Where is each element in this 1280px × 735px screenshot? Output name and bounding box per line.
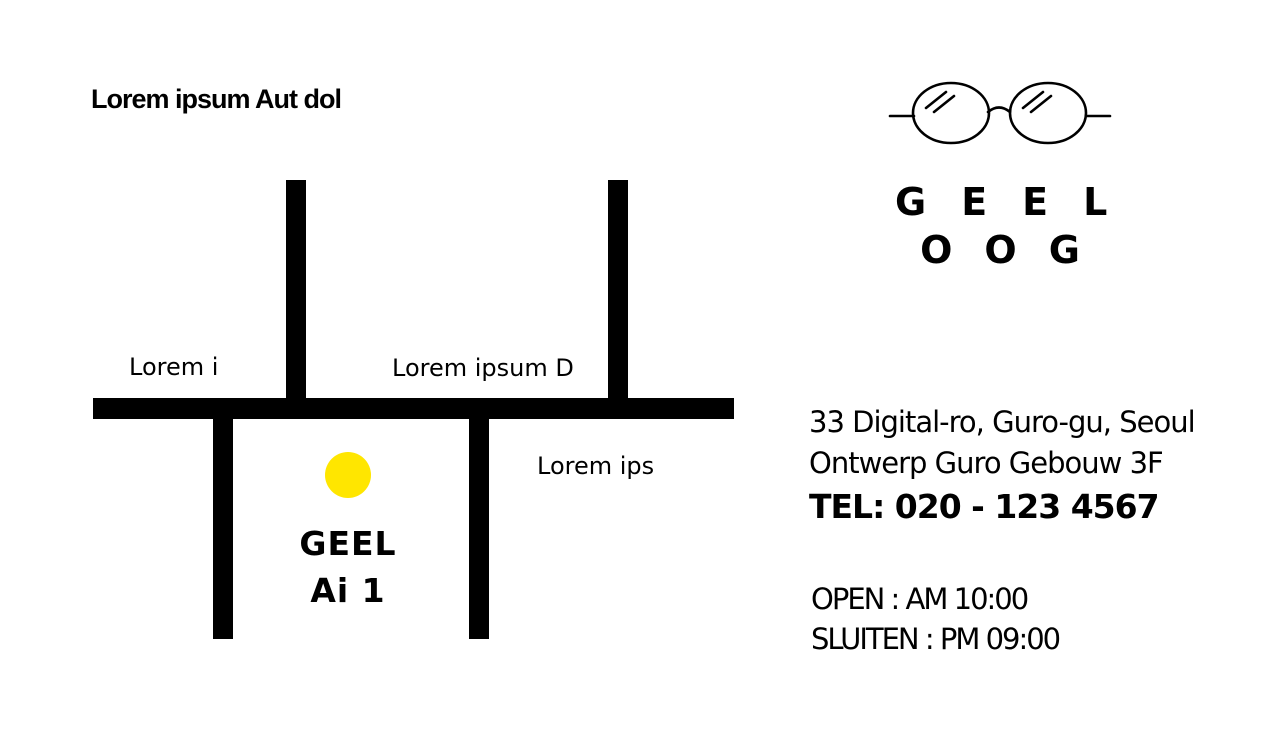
- street-label-left: Lorem i: [129, 353, 219, 381]
- opening-time: OPEN : AM 10:00: [811, 582, 1029, 616]
- road-south-right: [469, 417, 489, 639]
- road-south-left: [213, 417, 233, 639]
- street-label-middle: Lorem ipsum D: [392, 354, 574, 382]
- closing-time: SLUITEN : PM 09:00: [811, 622, 1061, 656]
- road-north-left: [286, 180, 306, 400]
- street-label-right: Lorem ips: [537, 452, 655, 480]
- address-line2: Ontwerp Guro Gebouw 3F: [809, 446, 1164, 480]
- telephone: TEL: 020 - 123 4567: [809, 487, 1160, 526]
- store-label-line2: Ai 1: [310, 571, 386, 610]
- road-north-right: [608, 180, 628, 400]
- road-main-horizontal: [93, 398, 734, 419]
- glasses-icon: [888, 81, 1112, 145]
- store-label: GEEL Ai 1: [268, 520, 428, 614]
- store-label-line1: GEEL: [299, 524, 397, 563]
- brand-name: GEEL OOG: [860, 178, 1140, 274]
- address-line1: 33 Digital-ro, Guro-gu, Seoul: [809, 405, 1196, 439]
- brand-name-line2: OOG: [920, 228, 1112, 272]
- location-pin: [325, 452, 371, 498]
- map-title: Lorem ipsum Aut dol: [91, 84, 342, 114]
- brand-name-line1: GEEL: [895, 180, 1143, 224]
